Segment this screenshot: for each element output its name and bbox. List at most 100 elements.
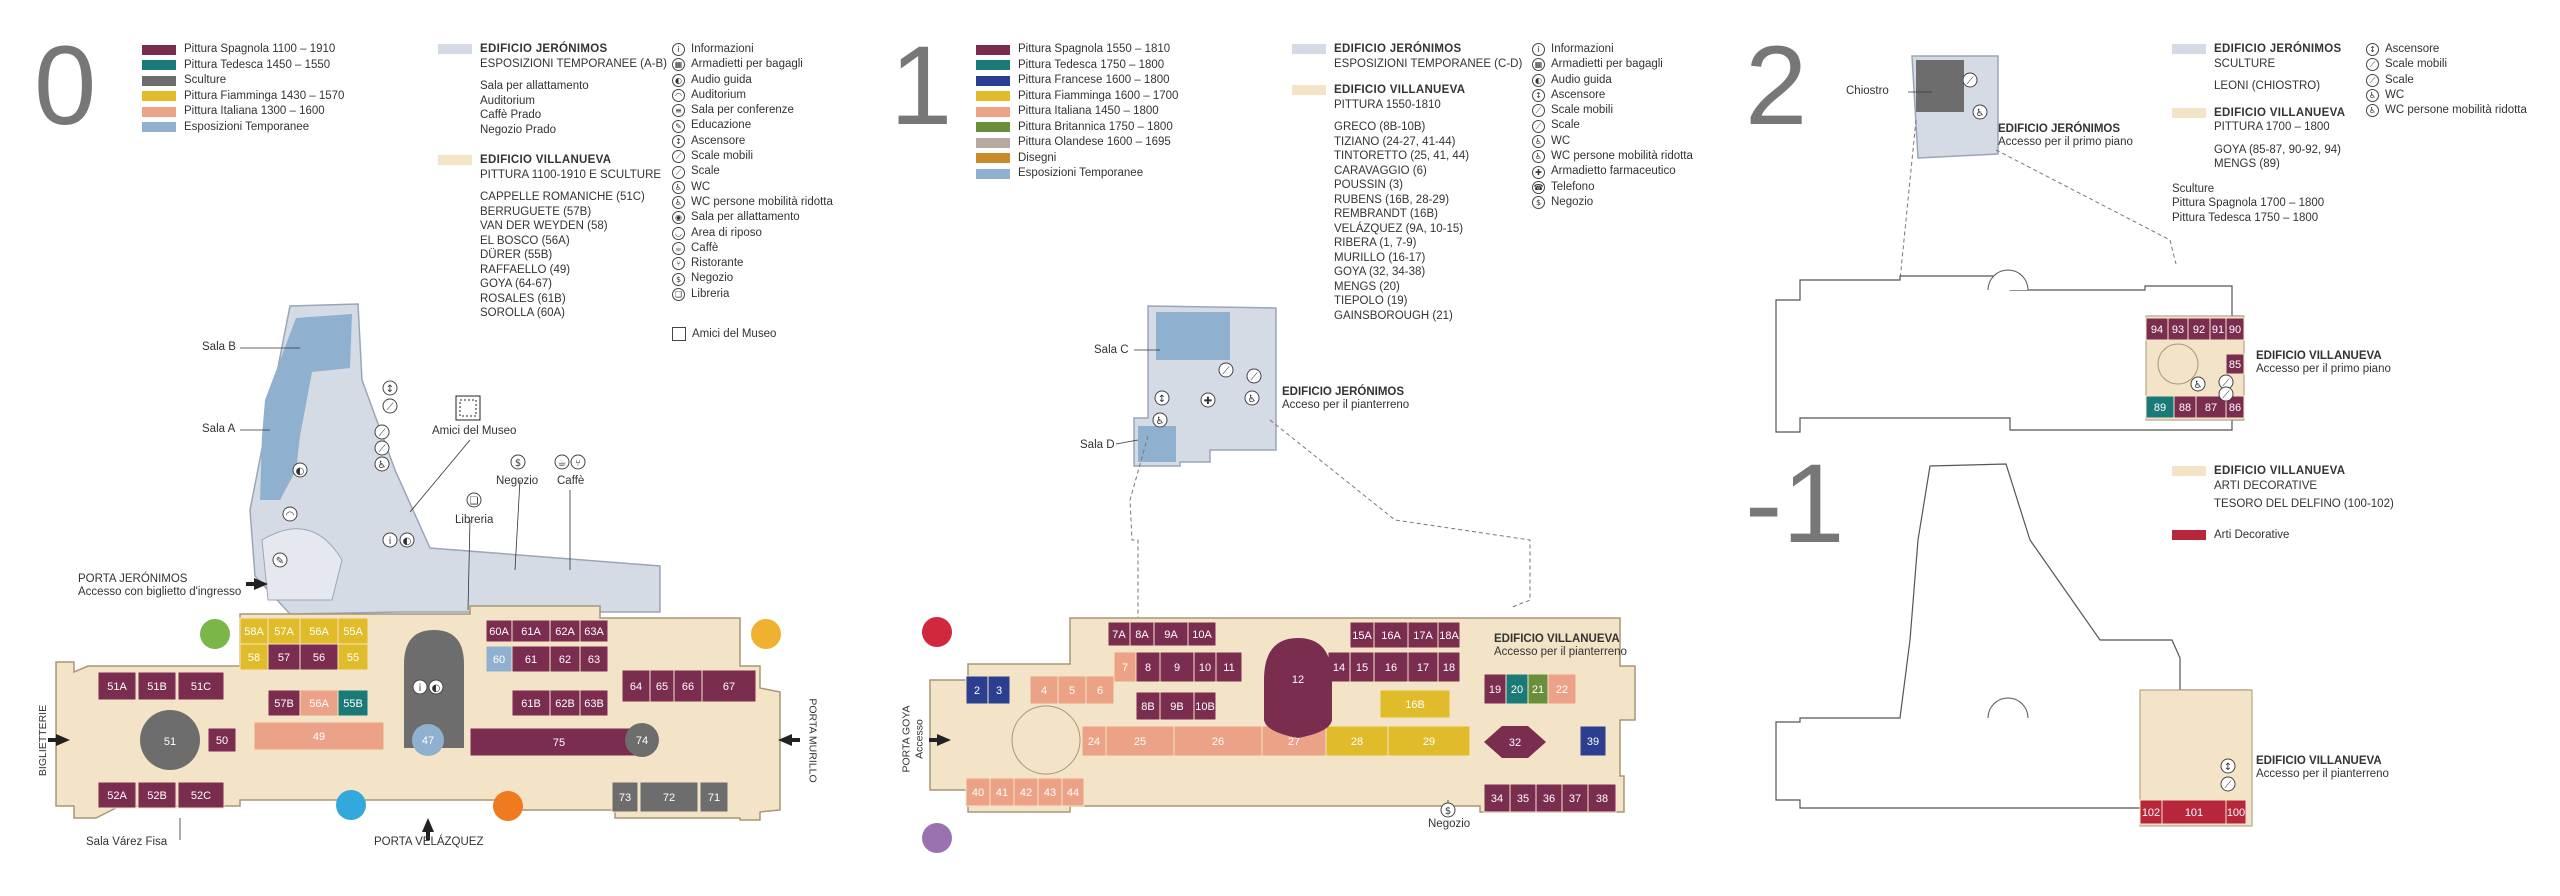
decorative-legend-label: Arti Decorative	[2214, 528, 2290, 541]
service-item: ◠Auditorium	[672, 88, 833, 103]
amici-legend: Amici del Museo	[672, 327, 776, 341]
color-swatch	[142, 106, 176, 117]
cloakroom-blue-icon[interactable]	[336, 790, 366, 820]
service-label: Scale mobili	[1551, 104, 1613, 117]
jeronimos-title: EDIFICIO JERÓNIMOS	[1334, 43, 1462, 55]
service-icon: ⟋	[2366, 58, 2379, 72]
cloakroom-yellow-icon[interactable]	[751, 619, 781, 649]
service-item: ♿WC persone mobilità ridotta	[672, 195, 833, 210]
room-sala-a	[260, 436, 300, 500]
villanueva-item: VAN DER WEYDEN (58)	[480, 220, 608, 232]
room-label: 29	[1423, 736, 1435, 748]
legend-label: Sculture	[2172, 182, 2215, 195]
room-label-47: 47	[422, 735, 434, 747]
service-icon: ❑	[672, 287, 685, 301]
room-label: 61A	[521, 626, 541, 638]
legend-item: Sculture	[142, 73, 344, 89]
service-icon: ☕	[672, 242, 685, 255]
room-label: 85	[2229, 359, 2241, 371]
label-sala-a: Sala A	[202, 423, 236, 435]
color-swatch	[976, 106, 1010, 117]
room-26	[1173, 725, 1263, 757]
room-label: 89	[2154, 402, 2166, 414]
legend-label: Pittura Tedesca 1750 – 1800	[1018, 58, 1165, 71]
service-icon: ⟋	[1532, 104, 1545, 118]
buildings-info-floor-2: EDIFICIO JERÓNIMOS SCULTURE LEONI (CHIOS…	[2172, 42, 2345, 225]
room-label: 66	[682, 681, 694, 693]
villanueva-item: BERRUGUETE (57B)	[480, 205, 592, 218]
room-label: 37	[1569, 793, 1581, 805]
room-label: 35	[1517, 793, 1529, 805]
lift-icon: ↕	[1158, 394, 1166, 405]
service-icon: ✚	[1532, 165, 1545, 179]
room-label: 49	[313, 731, 325, 743]
room-label: 24	[1088, 736, 1100, 748]
legend-label: Pittura Britannica 1750 – 1800	[1018, 120, 1173, 133]
service-label: Educazione	[691, 119, 752, 132]
color-swatch	[976, 122, 1010, 133]
service-item: ☎Telefono	[1532, 180, 1693, 195]
villanueva-item: MURILLO (16-17)	[1334, 251, 1426, 264]
jeronimos-item: Auditorium	[480, 94, 535, 107]
room-75	[469, 727, 649, 757]
audio-guide-icon: ◐	[403, 536, 412, 547]
first-aid-icon: ✚	[1204, 396, 1212, 407]
service-icon: ♿	[672, 196, 685, 210]
cloakroom-red-icon[interactable]	[922, 617, 952, 647]
room-label: 55	[347, 652, 359, 664]
jeronimos-subtitle: ESPOSIZIONI TEMPORANEE (A-B)	[480, 57, 668, 70]
room-51C	[177, 671, 225, 701]
jeronimos-item: Sala per allattamento	[480, 80, 589, 92]
service-label: Caffè	[691, 241, 719, 254]
service-item: ◉Sala per allattamento	[672, 210, 833, 225]
service-icon: i	[672, 43, 685, 57]
room-57B	[267, 689, 301, 717]
room-label: 100	[2227, 807, 2245, 819]
room-label: 10B	[1195, 701, 1215, 713]
label-porta-velazquez: PORTA VELÁZQUEZ	[374, 836, 484, 848]
service-icon: ♿	[1532, 150, 1545, 164]
villanueva-swatch	[438, 155, 472, 166]
villanueva-item: GAINSBOROUGH (21)	[1334, 309, 1453, 322]
service-label: Ristorante	[691, 257, 744, 270]
service-label: Armadietti per bagagli	[691, 58, 803, 71]
service-label: Area di riposo	[691, 226, 762, 239]
caffe-icon: ☕	[558, 458, 567, 469]
service-item: ♿WC	[1532, 134, 1693, 149]
room-17A	[1407, 621, 1439, 649]
audio-guide-icon: ◐	[432, 683, 441, 694]
room-label: 39	[1587, 736, 1599, 748]
room-17	[1407, 651, 1439, 683]
room-63	[579, 645, 609, 673]
legend-item: Pittura Fiamminga 1600 – 1700	[976, 89, 1178, 105]
legend-item: Pittura Tedesca 1750 – 1800	[976, 58, 1178, 74]
room-100	[2225, 799, 2247, 825]
legend-label: Pittura Olandese 1600 – 1695	[1018, 136, 1171, 149]
room-35	[1509, 783, 1537, 813]
room-label: 51B	[147, 681, 167, 693]
room-label: 88	[2179, 402, 2191, 414]
service-label: Negozio	[691, 272, 734, 285]
stairs-icon: ⟋	[387, 402, 394, 413]
label-negozio-floor-1: Negozio	[1428, 818, 1471, 830]
cloakroom-orange-icon[interactable]	[493, 791, 523, 821]
legend-item: Pittura Olandese 1600 – 1695	[976, 135, 1178, 151]
legend-item: Pittura Francese 1600 – 1800	[976, 73, 1178, 89]
cloakroom-purple-icon[interactable]	[922, 823, 952, 853]
chiostro-room	[1916, 60, 1964, 112]
room-label-12: 12	[1292, 674, 1304, 686]
room-label: 63A	[584, 626, 604, 638]
service-label: Scale mobili	[2385, 58, 2447, 71]
cloakroom-green-icon[interactable]	[200, 619, 230, 649]
service-label: Ascensore	[2385, 43, 2440, 55]
service-icon: ⑂	[672, 257, 685, 271]
room-label: 75	[553, 737, 565, 749]
room-label: 63B	[584, 698, 604, 710]
service-label: WC persone mobilità ridotta	[1551, 150, 1693, 163]
room-label: 67	[723, 681, 735, 693]
floor-number-2: 2	[1745, 23, 1808, 148]
